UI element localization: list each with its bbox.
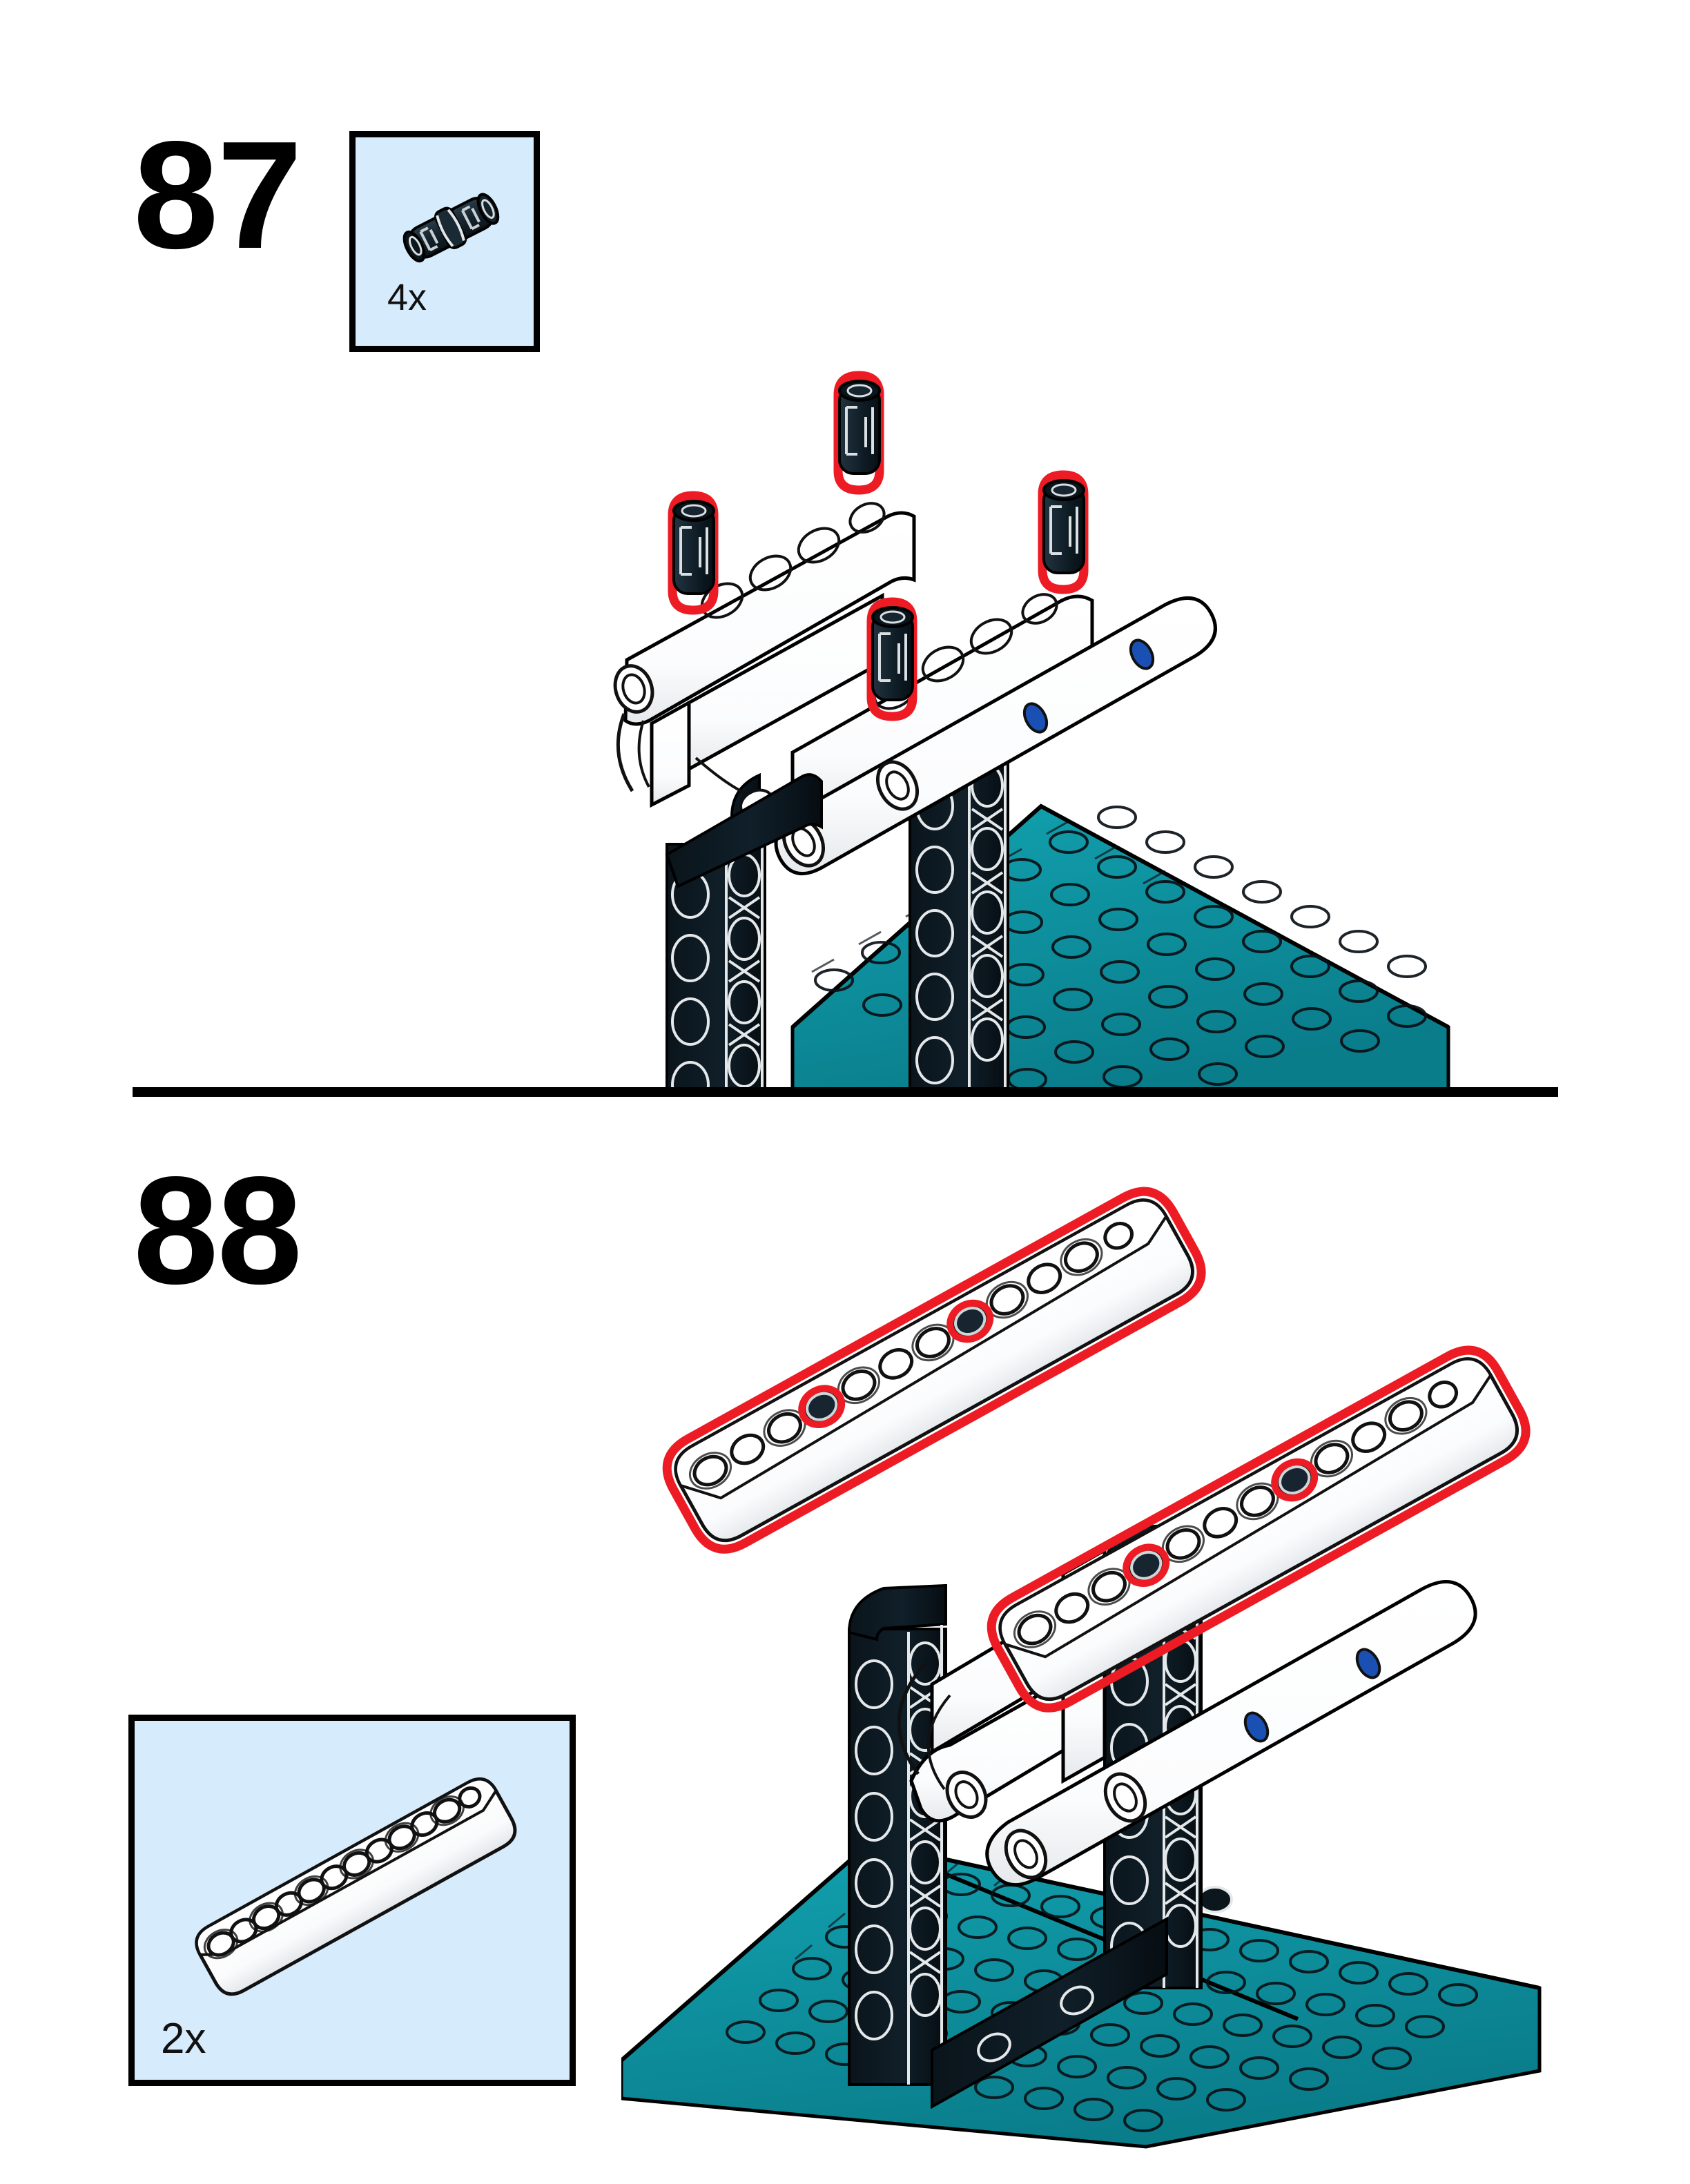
- white-rounded-beam: [985, 1579, 1477, 1887]
- technic-liftarm-13-holes-icon: [154, 1754, 554, 2016]
- highlighted-pin-2: [833, 371, 884, 495]
- pin-highlight: [798, 1299, 994, 1428]
- parts-count-step-88: 2x: [161, 2015, 206, 2063]
- blue-pin-accent: [1243, 1648, 1381, 1743]
- black-support-beam-left: [847, 1583, 947, 2086]
- highlighted-pin-4: [1038, 470, 1089, 594]
- white-frame-rear: [613, 502, 916, 792]
- axle-pin-connector-icon: [382, 177, 520, 277]
- parts-callout-box-step-87: 4x: [349, 131, 540, 352]
- dark-accent-strip: [665, 773, 823, 888]
- section-divider: [133, 1087, 1558, 1097]
- baseplate: [790, 803, 1450, 1096]
- step-number-87: 87: [133, 110, 302, 281]
- black-base-crossbeam: [931, 1916, 1168, 2109]
- pin-highlight: [1123, 1458, 1319, 1587]
- highlighted-liftarm-1: [662, 1187, 1206, 1554]
- parts-count-step-87: 4x: [387, 277, 427, 318]
- blue-pin-accent: [1022, 638, 1155, 734]
- highlighted-pin-1: [668, 491, 719, 615]
- step-number-88: 88: [133, 1145, 302, 1316]
- parts-callout-box-step-88: 2x: [128, 1715, 576, 2086]
- highlighted-liftarm-2: [987, 1345, 1531, 1713]
- assembly-illustration-step-88: [621, 1132, 1629, 2167]
- assembly-illustration-step-87: [585, 330, 1524, 1096]
- highlighted-pin-3: [866, 597, 917, 721]
